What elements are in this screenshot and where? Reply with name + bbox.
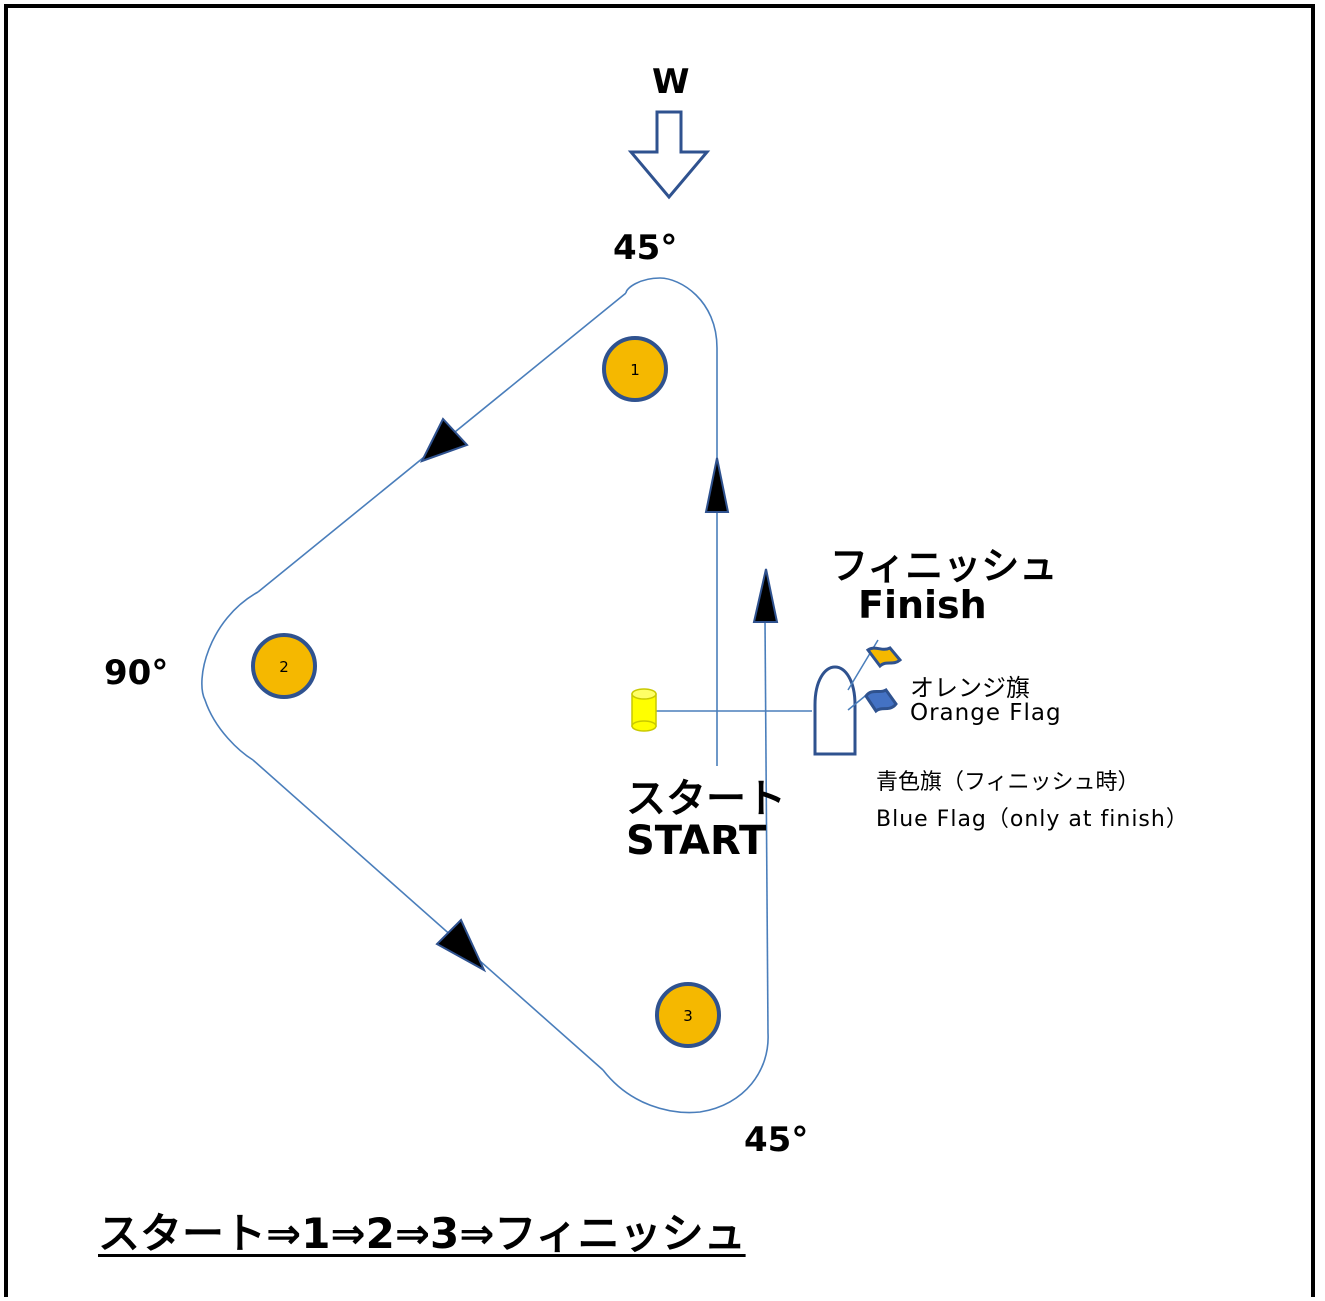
angle-label-left: 90°: [104, 653, 169, 693]
mark-3-buoy: [655, 982, 721, 1048]
direction-arrow-icon: [437, 771, 484, 944]
mark-2: 2: [251, 633, 317, 699]
wind-arrow-icon: [627, 110, 711, 200]
course-rounding-mark2: [201, 591, 259, 761]
orange-flag-label-en: Orange Flag: [910, 700, 1062, 726]
direction-arrow-icon: [435, 918, 487, 973]
blue-flag-label-en: Blue Flag（only at finish）: [876, 807, 1189, 832]
direction-arrow-icon: [419, 417, 469, 463]
mark-1: 1: [602, 336, 668, 402]
angle-label-top: 45°: [613, 228, 678, 268]
diagram-frame: [4, 4, 1315, 1297]
start-buoy-icon: [631, 688, 657, 732]
mark-3-label: 3: [683, 1007, 693, 1025]
start-label-jp: スタート: [626, 776, 786, 822]
blue-flag-icon: [864, 687, 898, 714]
mark-1-label: 1: [630, 361, 640, 379]
direction-arrow-icon: [752, 568, 779, 623]
mark-2-label: 2: [279, 658, 289, 676]
course-leg-start-to-mark1: [625, 277, 718, 766]
committee-boat-icon: [813, 665, 857, 756]
orange-flag-icon: [865, 646, 903, 669]
finish-label-en: Finish: [858, 583, 987, 627]
start-label-en: START: [626, 818, 767, 864]
mark-1-buoy: [602, 336, 668, 402]
course-rounding-mark3: [602, 1032, 769, 1114]
finish-label-jp: フィニッシュ: [830, 544, 1058, 588]
course-leg-mark3-to-finish: [764, 619, 769, 1034]
angle-label-bottom: 45°: [744, 1120, 809, 1160]
orange-flag-label-jp: オレンジ旗: [910, 674, 1030, 702]
course-leg-mark2-to-mark3: [252, 759, 604, 1071]
blue-flag-label-jp: 青色旗（フィニッシュ時）: [876, 770, 1140, 795]
course-route-caption: スタート⇒1⇒2⇒3⇒フィニッシュ: [98, 1209, 746, 1258]
direction-arrow-icon: [704, 457, 730, 513]
mark-2-buoy: [251, 633, 317, 699]
wind-direction-label: W: [652, 62, 690, 102]
mark-3: 3: [655, 982, 721, 1048]
